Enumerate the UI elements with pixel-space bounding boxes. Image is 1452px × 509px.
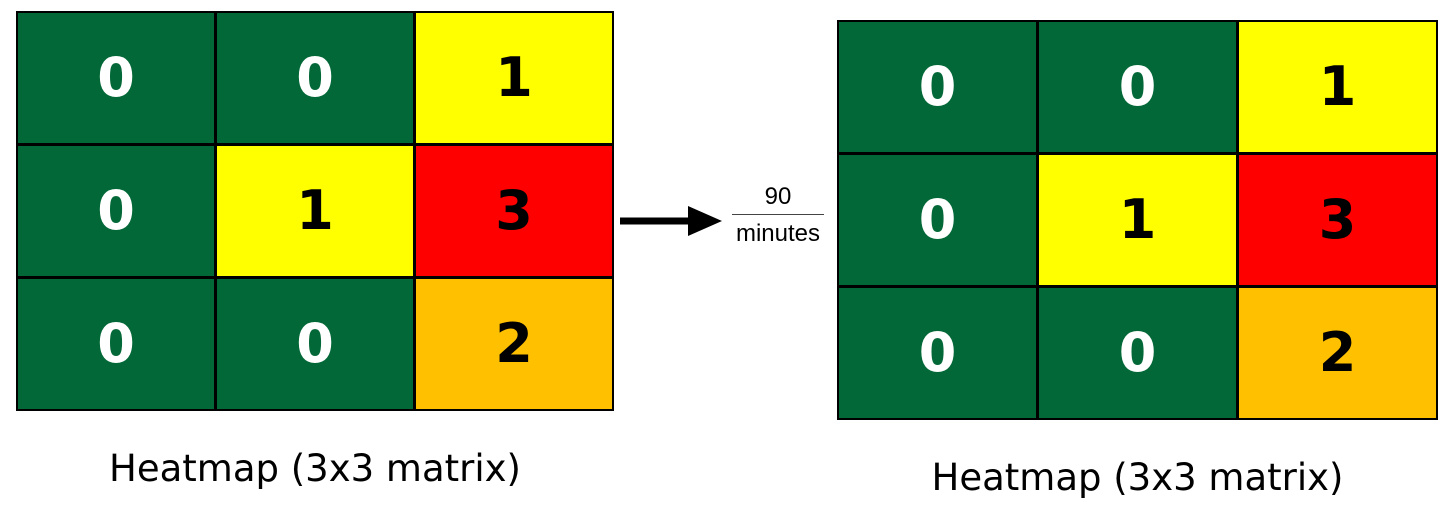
heatmap-cell: 0 bbox=[18, 146, 214, 276]
heatmap-cell: 3 bbox=[416, 146, 612, 276]
heatmap-cell: 0 bbox=[217, 279, 413, 409]
heatmap-cell: 3 bbox=[1239, 155, 1436, 285]
heatmap-cell: 0 bbox=[217, 13, 413, 143]
duration-unit: minutes bbox=[735, 220, 821, 247]
heatmap-cell: 1 bbox=[1239, 22, 1436, 152]
heatmap-cell: 2 bbox=[1239, 288, 1436, 418]
heatmap-cell: 1 bbox=[416, 13, 612, 143]
heatmap-right-caption: Heatmap (3x3 matrix) bbox=[931, 456, 1344, 499]
heatmap-cell: 0 bbox=[1039, 288, 1236, 418]
heatmap-cell: 0 bbox=[839, 155, 1036, 285]
heatmap-cell: 0 bbox=[18, 279, 214, 409]
heatmap-cell: 2 bbox=[416, 279, 612, 409]
heatmap-left-caption: Heatmap (3x3 matrix) bbox=[109, 447, 521, 490]
heatmap-cell: 0 bbox=[18, 13, 214, 143]
heatmap-cell: 0 bbox=[1039, 22, 1236, 152]
arrow-right-icon bbox=[620, 206, 722, 236]
heatmap-cell: 1 bbox=[217, 146, 413, 276]
heatmap-cell: 0 bbox=[839, 288, 1036, 418]
duration-value: 90 bbox=[732, 182, 824, 215]
arrow-label: 90 minutes bbox=[722, 182, 834, 249]
heatmap-cell: 0 bbox=[839, 22, 1036, 152]
heatmap-cell: 1 bbox=[1039, 155, 1236, 285]
